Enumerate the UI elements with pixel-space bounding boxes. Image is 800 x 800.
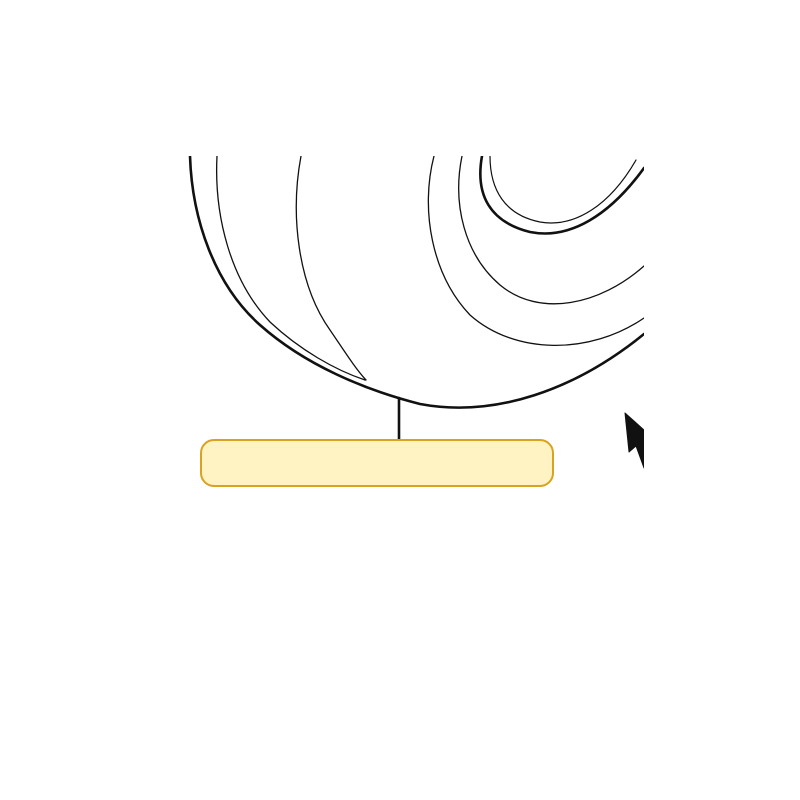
spiral-curve-4 xyxy=(489,156,637,224)
spiral-curve-2 xyxy=(458,156,644,305)
spiral-curve-1 xyxy=(427,156,644,346)
callout-label-box xyxy=(200,439,554,487)
fold-line-1 xyxy=(215,156,366,381)
fold-line-2 xyxy=(295,156,367,381)
spiral-curve-3 xyxy=(479,156,644,235)
arrow-pointer xyxy=(624,412,644,469)
outer-contour xyxy=(188,156,644,409)
